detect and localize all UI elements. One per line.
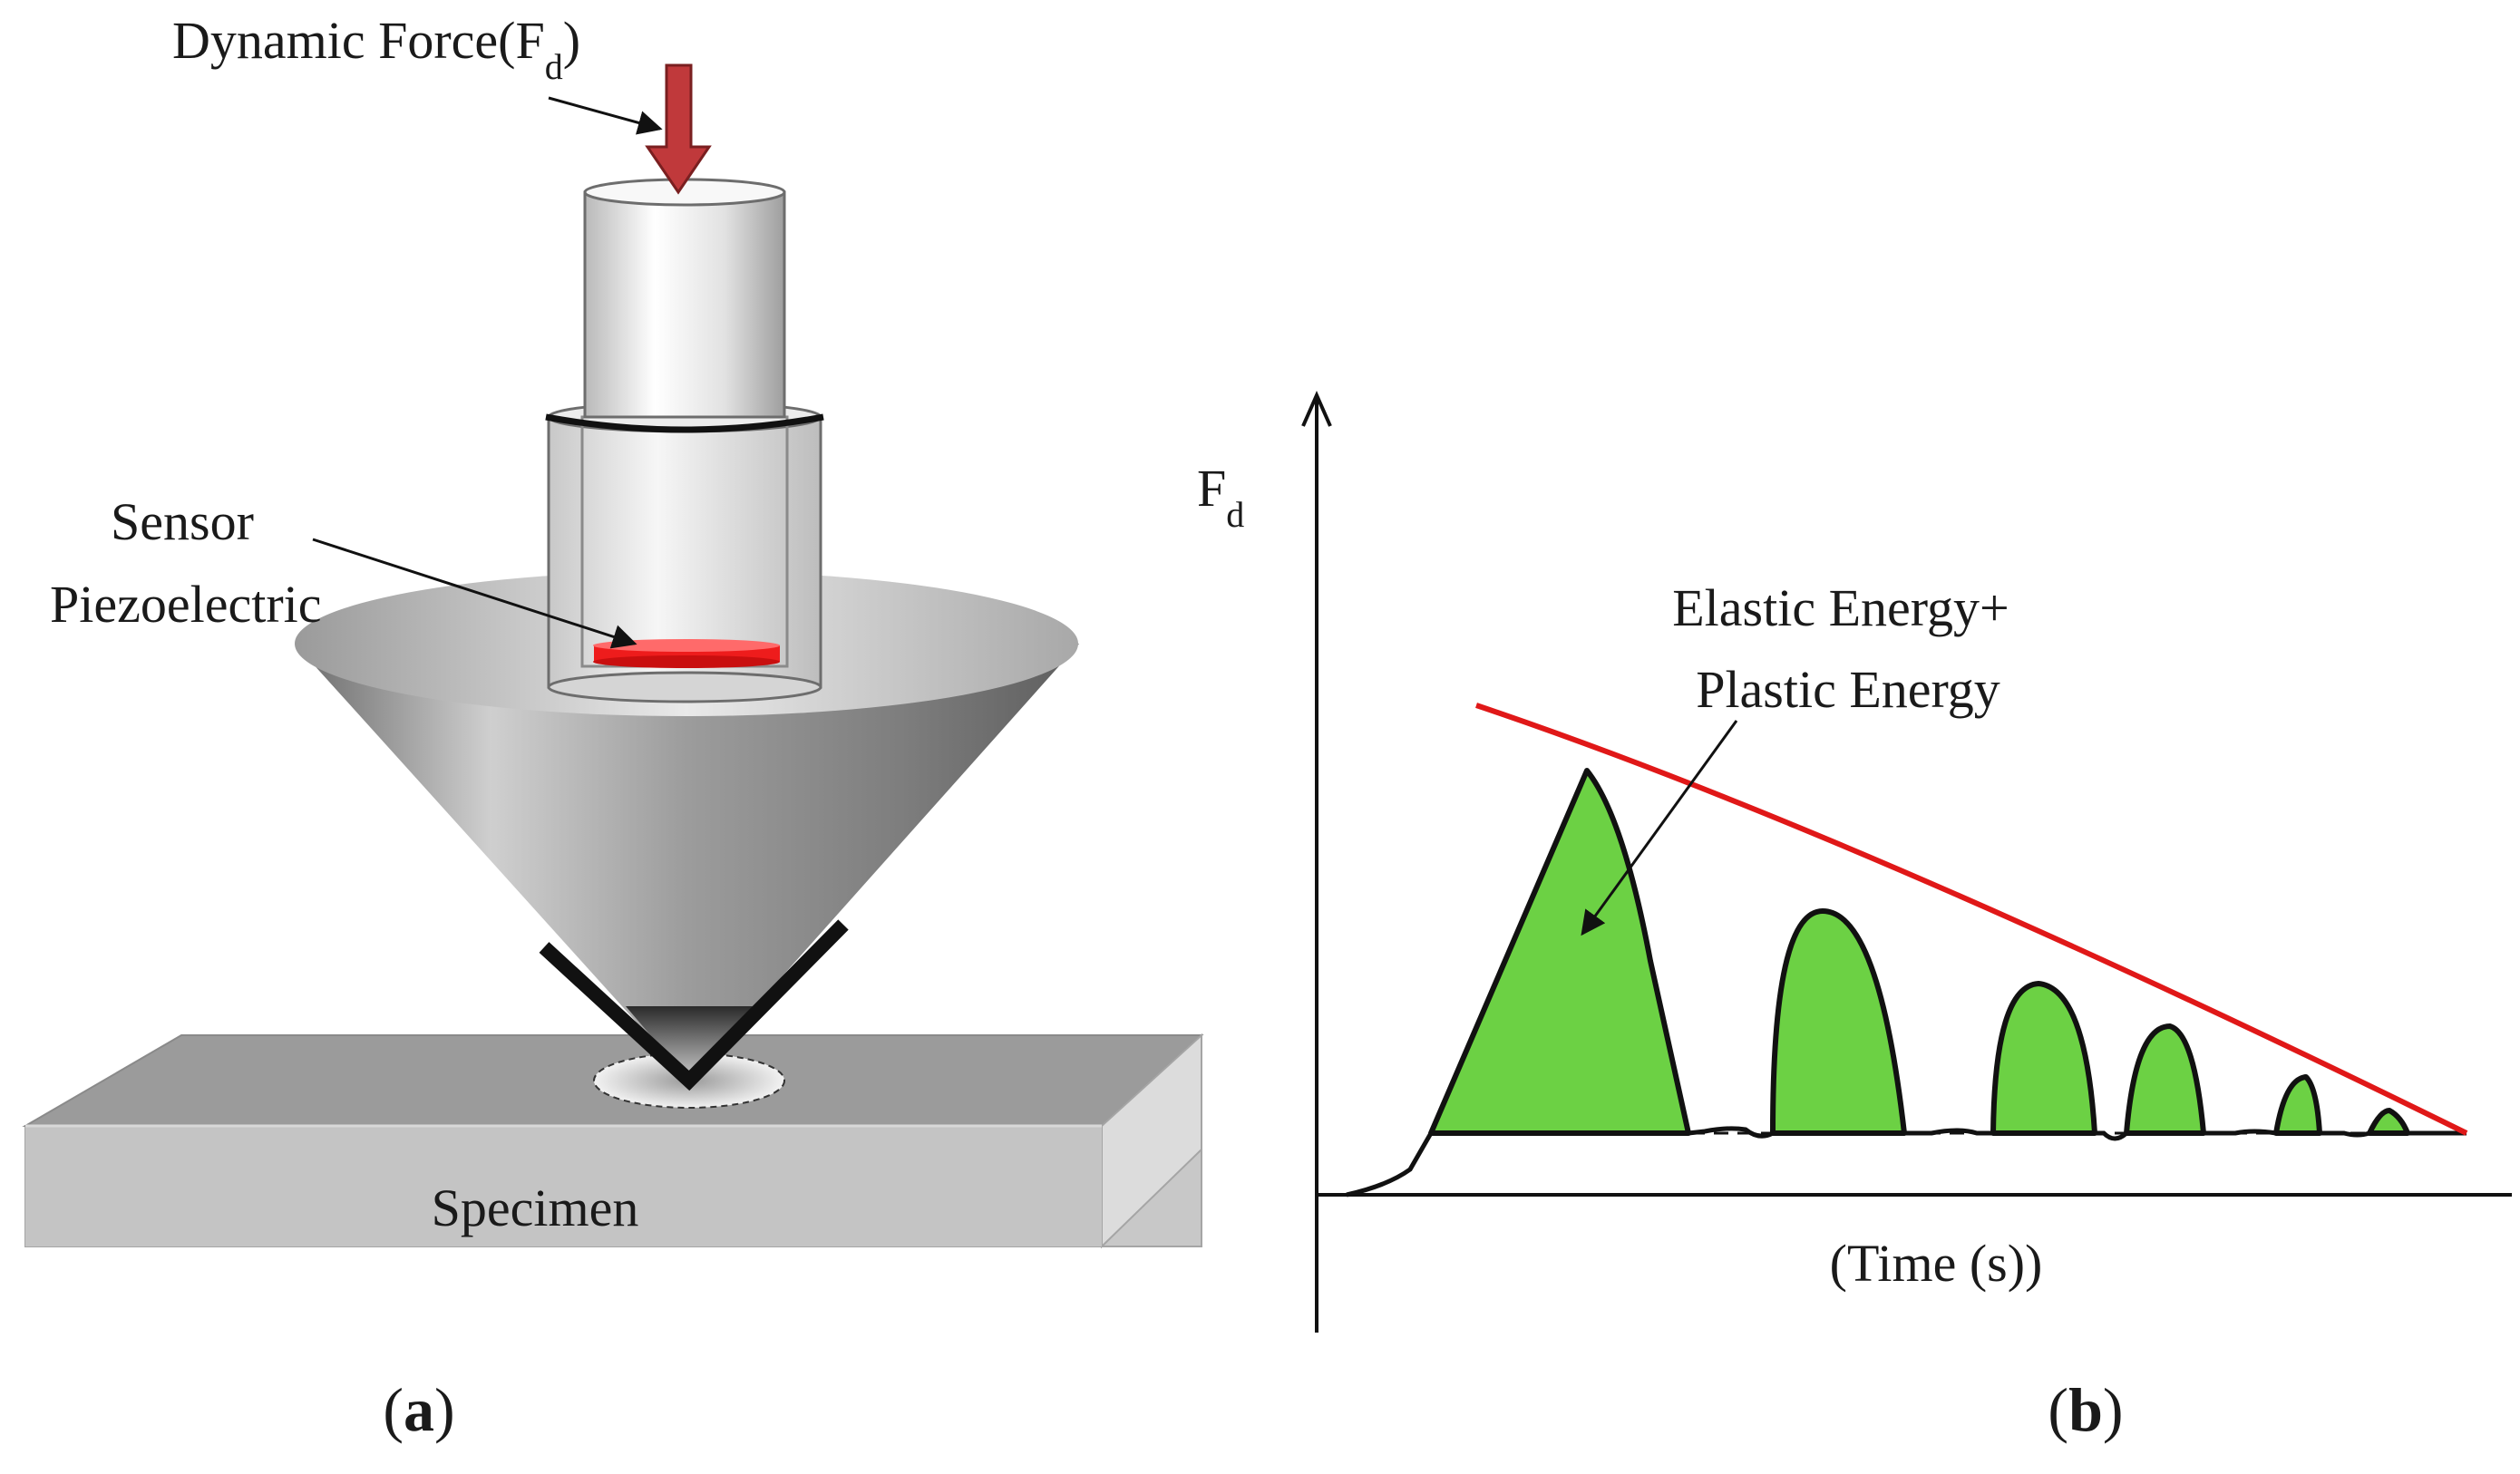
peak-2 [1770,908,1907,1136]
piezoelectric-sensor-disc [593,639,780,668]
panel-b: Fd (Time (s)) Elastic Energy+ Plastic En… [1197,391,2512,1444]
sensor-label-line1: Sensor [111,492,254,551]
dynamic-force-label-close: ) [563,11,580,70]
force-pointer-line [548,96,663,135]
dynamic-force-label-sub: d [545,46,563,87]
peak-3 [1990,981,2097,1136]
peak-5 [2273,1074,2322,1136]
peak-6 [2367,1108,2410,1136]
x-axis-label: (Time (s)) [1830,1234,2043,1293]
panel-a-letter: a [404,1375,434,1444]
sensor-pointer-line [312,538,637,649]
y-axis-label-main: F [1197,459,1226,518]
signal-trace [1346,1126,2466,1198]
energy-label-line2: Plastic Energy [1696,660,2000,719]
specimen-block [22,1033,1204,1249]
panel-a-close: ) [434,1375,455,1444]
y-axis-label: Fd [1197,459,1244,535]
dynamic-force-label: Dynamic Force(Fd) [172,11,580,87]
sensor-label-line2: Piezoelectric [50,575,322,634]
indenter-tip [539,919,849,1091]
panel-b-close: ) [2103,1375,2124,1444]
dynamic-force-arrow [645,63,712,195]
energy-peaks [1428,768,2410,1136]
y-axis-arrowhead [1301,391,1332,427]
peak-1 [1428,768,1691,1136]
panel-b-caption: (b) [2048,1375,2123,1444]
panel-a: Specimen [22,11,1204,1444]
dynamic-force-label-main: Dynamic Force(F [172,11,545,70]
energy-label-line1: Elastic Energy+ [1672,578,2009,637]
specimen-label: Specimen [432,1178,639,1237]
energy-pointer-line [1581,720,1738,936]
panel-a-open: ( [383,1375,404,1444]
upper-cylinder [583,178,786,419]
decay-envelope [1475,703,2468,1136]
y-axis-label-sub: d [1226,494,1244,535]
panel-b-letter: b [2068,1375,2103,1444]
peak-4 [2124,1023,2206,1136]
panel-b-open: ( [2048,1375,2068,1444]
panel-a-caption: (a) [383,1375,454,1444]
